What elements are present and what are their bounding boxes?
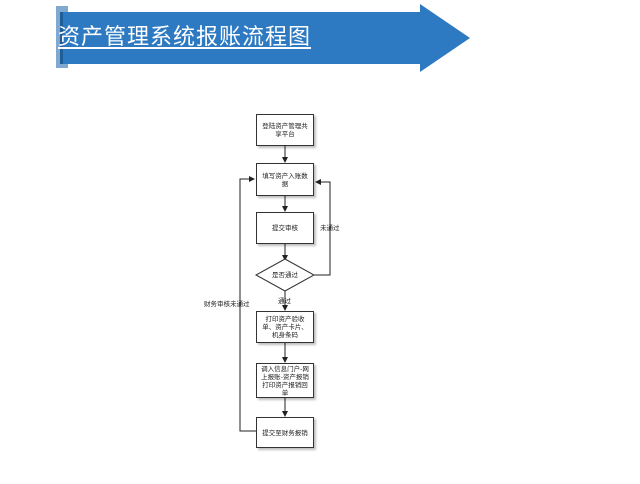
label-fail: 未通过 [320,224,340,232]
step-finance: 提交至财务报销 [256,417,314,448]
step-print: 打印资产验收单、资产卡片、机身条码 [256,311,314,343]
label-pass: 通过 [278,297,291,305]
banner-arrow-shape [56,4,470,72]
step-login: 登陆资产管理共享平台 [256,114,314,146]
decision-diamond [254,258,316,292]
title-banner: 资产管理系统报账流程图 [0,0,640,80]
label-finance-fail: 财务审核未通过 [204,300,250,308]
step-portal: 调入信息门户-网上报账-资产报销打印资产报销回单 [256,363,314,398]
arrow-finance-fail-loop [239,176,256,432]
decision-label: 是否通过 [272,271,298,279]
step-fill-data: 填写资产入账数据 [256,163,314,196]
arrow-fail-loop [314,179,331,276]
step-submit-review: 提交审核 [256,212,314,244]
page-title: 资产管理系统报账流程图 [58,25,312,50]
